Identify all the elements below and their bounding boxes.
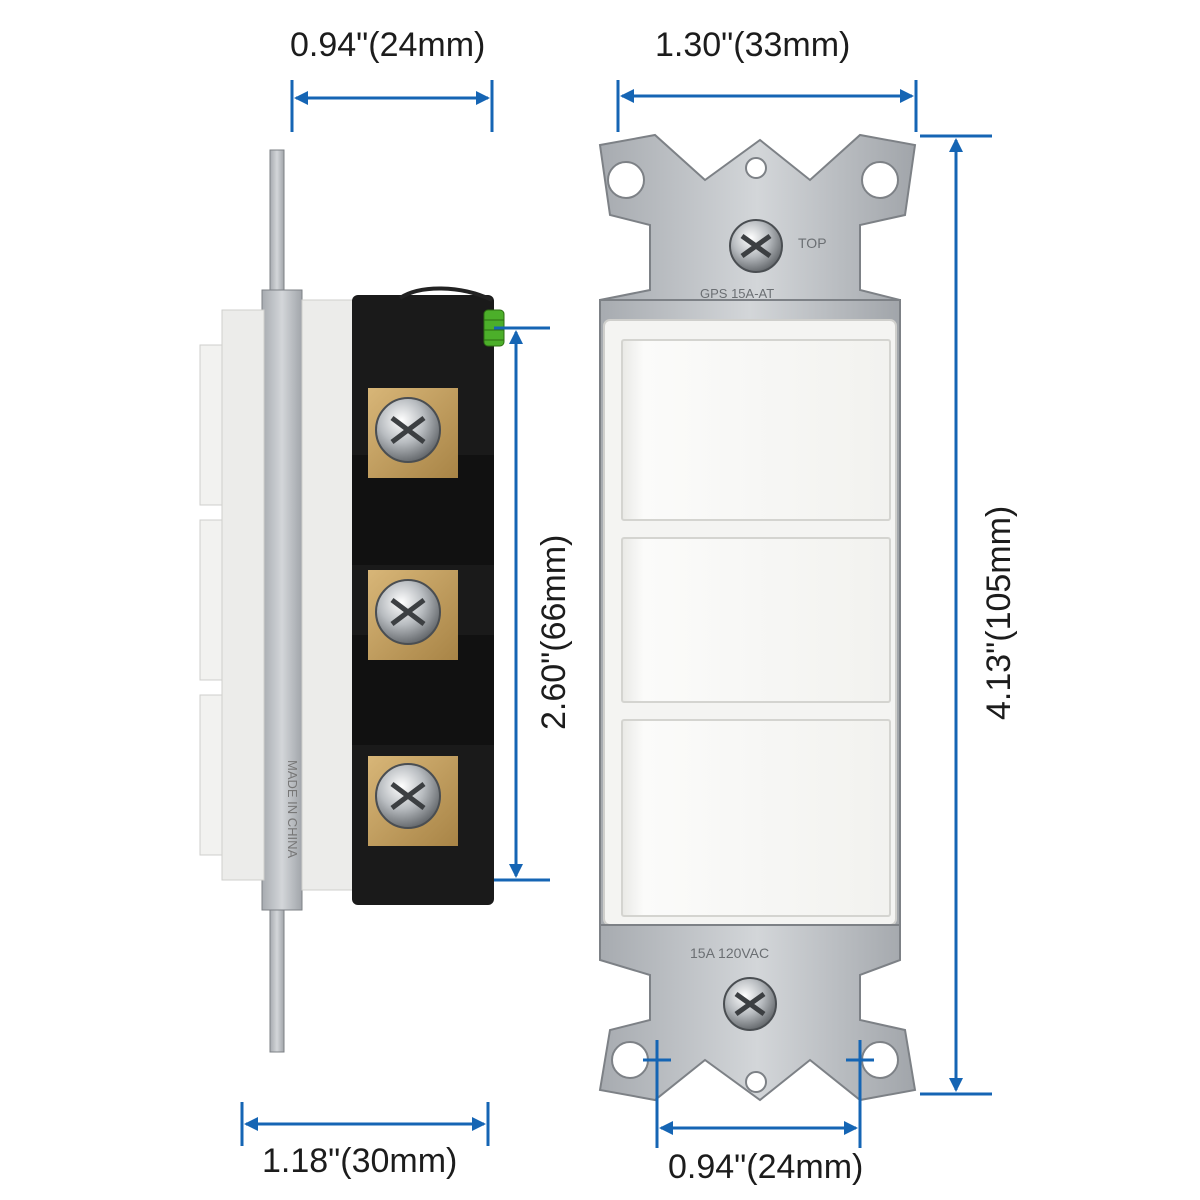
- side-white-body: [221, 309, 265, 881]
- dimension-labels: 0.94"(24mm) 1.30"(33mm) 2.60"(66mm) 4.13…: [262, 26, 1018, 1186]
- mounting-hole-icon: [611, 1041, 649, 1079]
- label-front-height: 4.13"(105mm): [980, 506, 1018, 720]
- rocker-switch-bottom[interactable]: [621, 719, 891, 917]
- rocker-switch-middle[interactable]: [621, 537, 891, 703]
- label-front-width: 1.30"(33mm): [655, 26, 850, 64]
- screw-icon: [729, 219, 783, 273]
- side-terminal: [368, 756, 458, 846]
- label-mount-hole-spacing: 0.94"(24mm): [668, 1148, 863, 1186]
- side-terminal: [368, 388, 458, 478]
- mounting-hole-icon: [861, 161, 899, 199]
- side-terminal: [368, 570, 458, 660]
- label-terminal-span: 2.60"(66mm): [535, 535, 573, 730]
- mounting-hole-icon: [745, 1071, 767, 1093]
- yoke-top-rating: GPS 15A-AT: [700, 286, 774, 301]
- side-ground-wire: [398, 286, 493, 302]
- front-view: TOP GPS 15A-AT 15A 120VAC: [598, 133, 917, 1102]
- side-top-mount-tab: [269, 149, 285, 301]
- mounting-hole-icon: [607, 161, 645, 199]
- mounting-hole-icon: [745, 157, 767, 179]
- yoke-top-text: TOP: [798, 235, 827, 251]
- rocker-switch-top[interactable]: [621, 339, 891, 521]
- side-white-collar: [301, 299, 355, 891]
- side-bottom-mount-tab: [269, 899, 285, 1053]
- side-view: MADE IN CHINA: [199, 149, 505, 1053]
- side-made-in-marking: MADE IN CHINA: [285, 760, 300, 859]
- yoke-bottom-rating: 15A 120VAC: [690, 945, 769, 961]
- label-side-depth-bottom: 1.18"(30mm): [262, 1142, 457, 1180]
- side-yoke-strap: [261, 289, 303, 911]
- dimension-lines: [240, 80, 992, 1148]
- label-side-depth-top: 0.94"(24mm): [290, 26, 485, 64]
- screw-icon: [723, 977, 777, 1031]
